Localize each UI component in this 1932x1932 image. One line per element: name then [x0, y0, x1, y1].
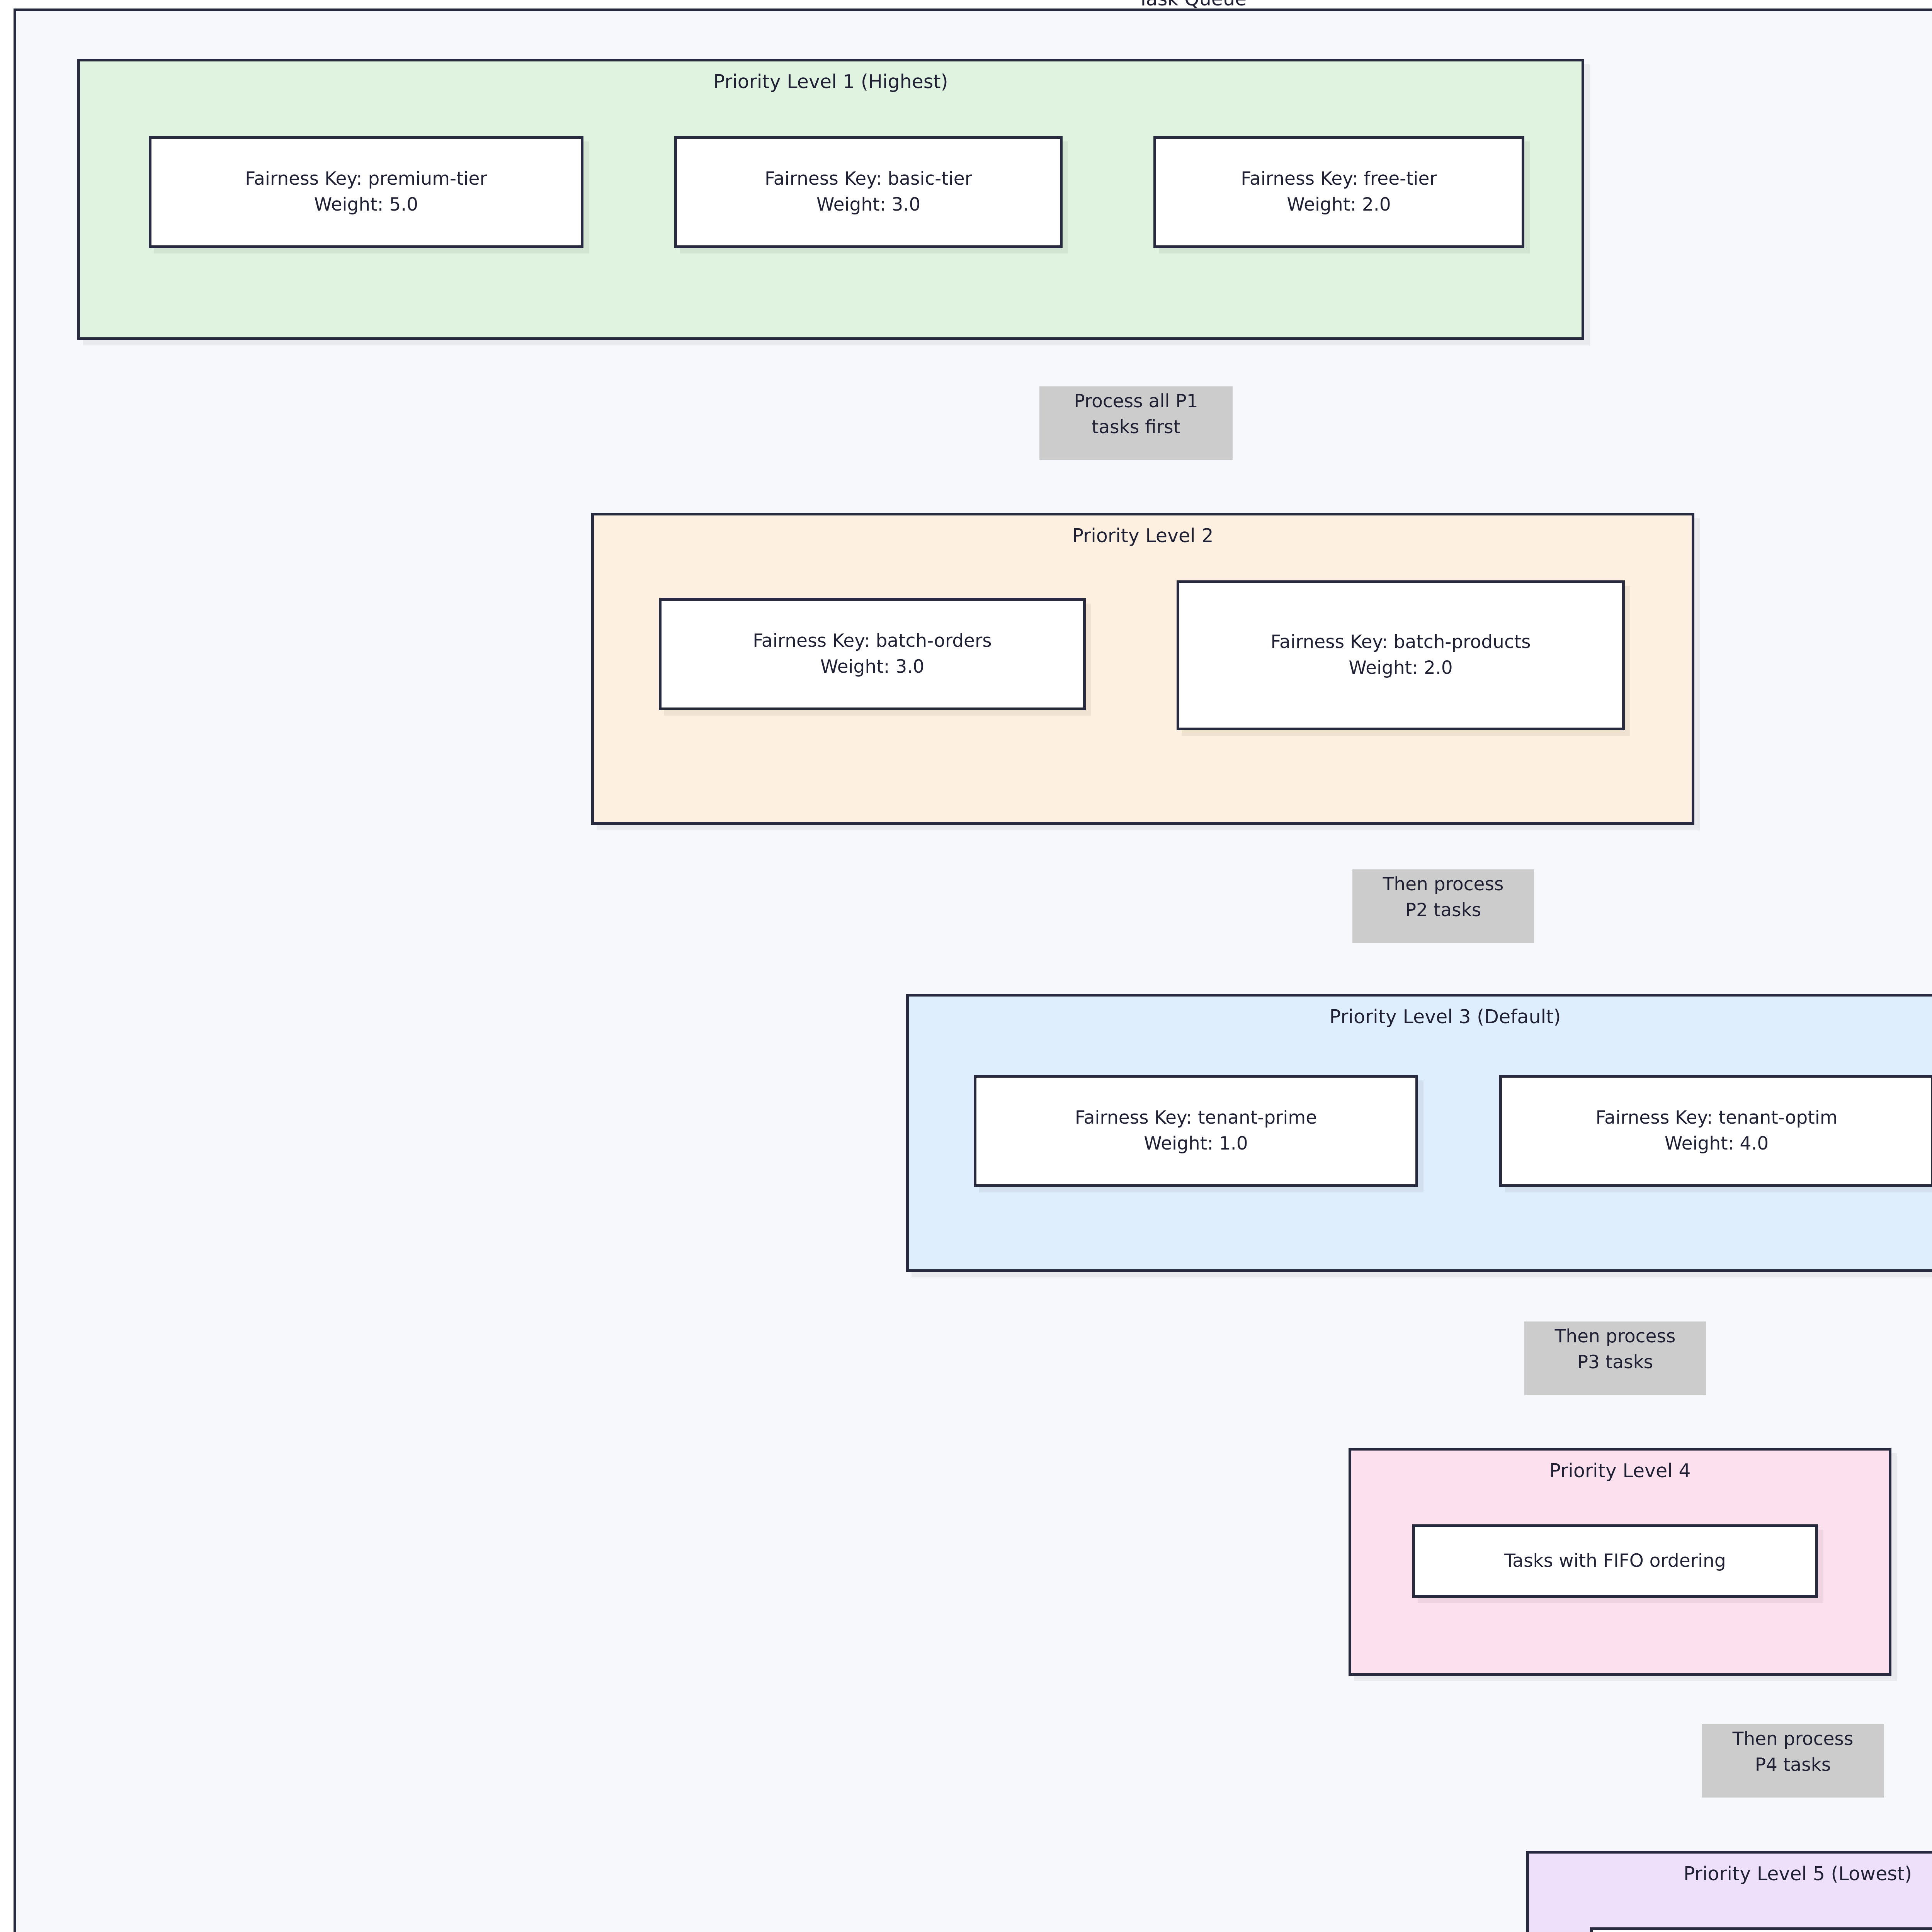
- edge-label-then-process-p2: Then process P2 tasks: [1352, 869, 1534, 943]
- node-line-2: Weight: 3.0: [820, 656, 925, 677]
- node-line-2: Weight: 5.0: [314, 194, 418, 215]
- edge-label-line-2: P4 tasks: [1755, 1754, 1831, 1776]
- node-tasks-fifo-p4: Tasks with FIFO ordering: [1412, 1524, 1818, 1598]
- edge-label-line-1: Then process: [1383, 874, 1504, 895]
- node-fairness-key-tenant-prime: Fairness Key: tenant-prime Weight: 1.0: [974, 1075, 1418, 1187]
- node-fairness-key-free-tier: Fairness Key: free-tier Weight: 2.0: [1153, 136, 1524, 248]
- edge-label-line-2: tasks first: [1091, 416, 1181, 438]
- edge-label-line-1: Process all P1: [1074, 391, 1198, 412]
- cluster-priority-level-2-title: Priority Level 2: [1072, 525, 1214, 547]
- edge-label-line-1: Then process: [1554, 1326, 1676, 1347]
- cluster-priority-level-5-title: Priority Level 5 (Lowest): [1683, 1863, 1912, 1885]
- node-line-1: Fairness Key: tenant-prime: [1075, 1107, 1317, 1129]
- node-fairness-key-premium-tier: Fairness Key: premium-tier Weight: 5.0: [149, 136, 583, 248]
- node-line-2: Weight: 1.0: [1144, 1133, 1248, 1154]
- cluster-priority-level-3-title: Priority Level 3 (Default): [1329, 1006, 1561, 1028]
- node-line-2: Weight: 3.0: [816, 194, 921, 215]
- node-line-1: Fairness Key: batch-products: [1270, 631, 1531, 653]
- cluster-priority-level-1-title: Priority Level 1 (Highest): [713, 71, 948, 93]
- edge-label-line-2: P3 tasks: [1577, 1351, 1653, 1373]
- edge-label-then-process-p3: Then process P3 tasks: [1524, 1321, 1706, 1395]
- node-fairness-key-batch-orders: Fairness Key: batch-orders Weight: 3.0: [659, 598, 1086, 710]
- cluster-task-queue-title: Task Queue: [16, 0, 1932, 10]
- node-line-1: Fairness Key: free-tier: [1241, 168, 1437, 190]
- node-line-1: Fairness Key: batch-orders: [753, 630, 992, 652]
- edge-label-process-all-p1: Process all P1 tasks first: [1039, 386, 1233, 460]
- node-fairness-key-tenant-optim: Fairness Key: tenant-optim Weight: 4.0: [1499, 1075, 1932, 1187]
- node-line-2: Weight: 2.0: [1287, 194, 1391, 215]
- cluster-priority-level-5: Priority Level 5 (Lowest): [1526, 1851, 1932, 1932]
- edge-label-line-1: Then process: [1732, 1728, 1854, 1750]
- node-line-1: Fairness Key: premium-tier: [245, 168, 487, 190]
- node-line-2: Weight: 2.0: [1349, 657, 1453, 679]
- edge-label-then-process-p4: Then process P4 tasks: [1702, 1724, 1884, 1798]
- edge-label-line-2: P2 tasks: [1405, 899, 1481, 921]
- node-fairness-key-batch-products: Fairness Key: batch-products Weight: 2.0: [1177, 580, 1625, 730]
- node-line-1: Fairness Key: tenant-optim: [1595, 1107, 1838, 1129]
- cluster-priority-level-4-title: Priority Level 4: [1549, 1460, 1691, 1482]
- node-line-1: Tasks with FIFO ordering: [1504, 1550, 1726, 1571]
- node-line-1: Fairness Key: basic-tier: [765, 168, 972, 190]
- node-fairness-key-basic-tier: Fairness Key: basic-tier Weight: 3.0: [674, 136, 1063, 248]
- node-tasks-fifo-p5: Tasks with FIFO ordering: [1590, 1927, 1932, 1932]
- node-line-2: Weight: 4.0: [1664, 1133, 1769, 1154]
